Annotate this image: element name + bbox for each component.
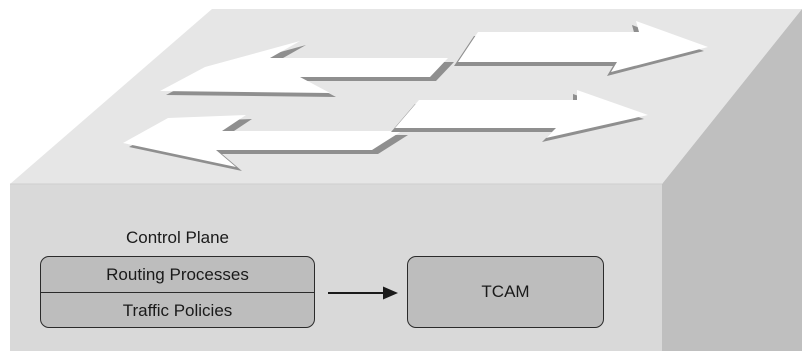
left-arrow-icon bbox=[123, 115, 408, 171]
control-plane-box: Routing Processes Traffic Policies bbox=[40, 256, 315, 328]
left-arrow-icon bbox=[160, 41, 454, 97]
tcam-box: TCAM bbox=[407, 256, 604, 328]
traffic-policies-label: Traffic Policies bbox=[122, 301, 233, 320]
arrow-right-icon bbox=[328, 286, 398, 300]
switch-side-face bbox=[662, 9, 802, 351]
tcam-label: TCAM bbox=[481, 282, 530, 301]
routing-processes-label: Routing Processes bbox=[41, 257, 314, 293]
right-arrow-icon bbox=[391, 90, 648, 142]
right-arrow-icon bbox=[454, 21, 708, 76]
control-plane-title: Control Plane bbox=[125, 228, 229, 247]
